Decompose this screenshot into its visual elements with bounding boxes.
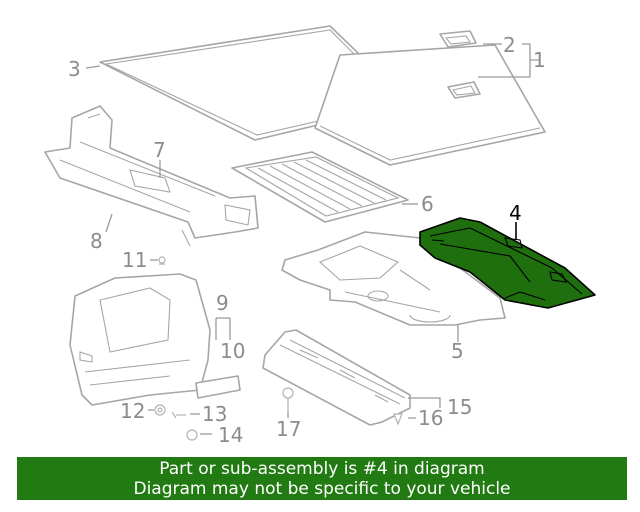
part-1-deck-board-assembly[interactable]	[314, 44, 546, 166]
callout-6: 6	[421, 192, 434, 216]
callout-15: 15	[447, 395, 472, 419]
part-15-sill-plate[interactable]	[262, 329, 411, 426]
callout-8: 8	[90, 229, 103, 253]
part-10-trim-plate[interactable]	[195, 375, 241, 399]
part-16-clip[interactable]	[393, 413, 403, 426]
part-12-nut[interactable]	[154, 404, 166, 416]
part-9-side-trim[interactable]	[69, 273, 211, 406]
callout-5: 5	[451, 339, 464, 363]
part-13-screw[interactable]	[171, 411, 186, 419]
callout-14: 14	[218, 423, 243, 447]
callout-10: 10	[220, 339, 245, 363]
part-6-tray[interactable]	[231, 151, 409, 223]
callout-13: 13	[202, 402, 227, 426]
callout-17: 17	[276, 417, 301, 441]
part-14-grommet[interactable]	[186, 429, 198, 441]
part-17-bolt[interactable]	[282, 387, 294, 412]
callout-7: 7	[153, 138, 166, 162]
callout-1: 1	[533, 48, 546, 72]
part-7-trim-panel[interactable]	[44, 105, 259, 247]
callout-11: 11	[122, 248, 147, 272]
part-1-handle-recess	[447, 81, 481, 99]
part-4-highlighted-cover[interactable]	[419, 217, 596, 309]
leader-lines	[85, 43, 540, 435]
callout-4: 4	[509, 201, 522, 225]
callout-2: 2	[503, 33, 516, 57]
callout-12: 12	[120, 399, 145, 423]
callout-3: 3	[68, 57, 81, 81]
banner-line-2: Diagram may not be specific to your vehi…	[133, 479, 511, 499]
callout-9: 9	[216, 291, 229, 315]
info-banner: Part or sub-assembly is #4 in diagram Di…	[17, 457, 627, 500]
part-11-clip[interactable]	[158, 256, 166, 265]
part-2-handle[interactable]	[439, 30, 477, 48]
part-5-floor-pan[interactable]	[281, 231, 506, 326]
parts-diagram: 3 2 1 7 6 4 8 11 9 5 10 12 13 14 15 16 1…	[44, 25, 596, 447]
callout-16: 16	[418, 406, 443, 430]
banner-line-1: Part or sub-assembly is #4 in diagram	[159, 459, 485, 479]
